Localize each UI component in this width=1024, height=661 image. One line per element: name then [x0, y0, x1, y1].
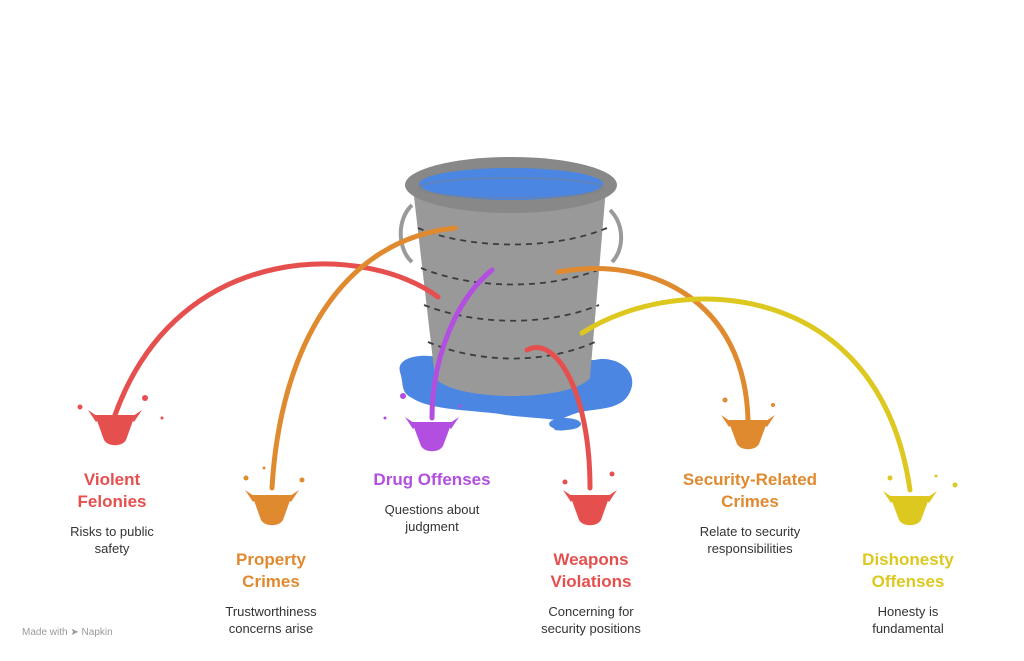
bucket-bands: [417, 227, 608, 360]
bucket-handle-left: [398, 203, 414, 264]
footer-text: Made with: [22, 627, 68, 638]
item-weapons-violations: Weapons Violations Concerning for securi…: [501, 549, 681, 637]
stream-violent-felonies: [112, 261, 441, 418]
stream-security-related: [555, 266, 751, 423]
item-property-crimes: Property Crimes Trustworthiness concerns…: [181, 549, 361, 637]
item-violent-felonies: Violent Felonies Risks to public safety: [22, 469, 202, 557]
splash-weapons-violations: [562, 471, 617, 526]
item-description: Honesty is fundamental: [872, 604, 944, 636]
item-title: Property Crimes: [236, 550, 306, 591]
bucket-water: [419, 168, 603, 200]
stream-dishonesty: [579, 296, 913, 493]
stream-property-crimes: [269, 225, 458, 491]
item-description: Concerning for security positions: [541, 604, 641, 636]
item-title: Security-Related Crimes: [682, 470, 818, 511]
item-description: Risks to public safety: [70, 524, 154, 556]
item-title: Weapons Violations: [550, 550, 632, 591]
stream-weapons-violations: [524, 345, 593, 491]
footer-brand: Napkin: [81, 627, 113, 638]
splash-drug-offenses: [383, 393, 462, 452]
item-description: Relate to security responsibilities: [699, 524, 801, 556]
stream-drug-offenses: [429, 267, 495, 421]
napkin-logo-icon: ➤: [70, 627, 79, 638]
item-title: Violent Felonies: [77, 470, 147, 511]
water-puddle-drop: [549, 418, 581, 430]
item-description: Trustworthiness concerns arise: [225, 604, 317, 636]
bucket-body: [413, 188, 606, 396]
footer-attribution: Made with ➤ Napkin: [22, 627, 113, 638]
splash-security-related: [721, 397, 775, 450]
splash-property-crimes: [243, 466, 305, 526]
splash-dishonesty: [883, 474, 958, 526]
item-title: Drug Offenses: [373, 470, 491, 489]
splash-violent-felonies: [77, 395, 164, 446]
item-title: Dishonesty Offenses: [862, 550, 954, 591]
item-drug-offenses: Drug Offenses Questions about judgment: [342, 469, 522, 535]
item-security-related-crimes: Security-Related Crimes Relate to securi…: [660, 469, 840, 557]
item-description: Questions about judgment: [384, 502, 480, 534]
bucket-handle-right: [608, 208, 624, 264]
item-dishonesty-offenses: Dishonesty Offenses Honesty is fundament…: [818, 549, 998, 637]
